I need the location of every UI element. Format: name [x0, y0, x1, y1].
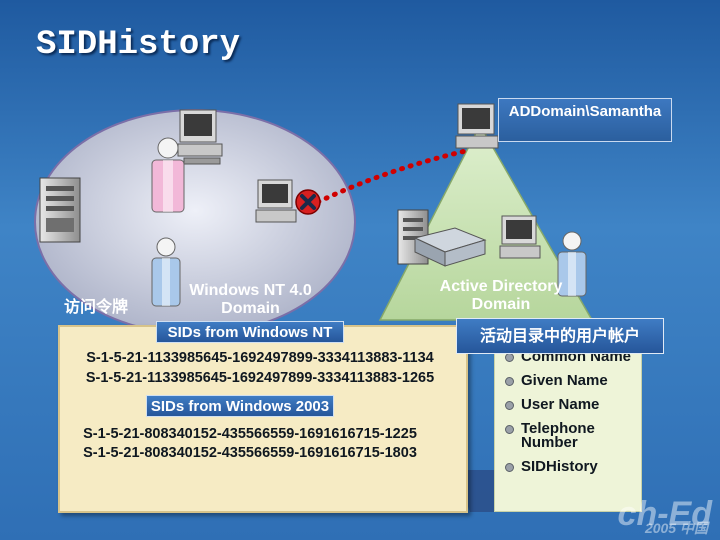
- ad-account-label: ADDomain\Samantha: [498, 98, 672, 142]
- nt-sid-line: S-1-5-21-1133985645-1692497899-333411388…: [86, 350, 434, 366]
- user-icon: [151, 137, 185, 213]
- attribute-item: SIDHistory: [505, 459, 641, 474]
- attribute-item: User Name: [505, 397, 641, 412]
- attribute-item: Telephone Number: [505, 421, 641, 450]
- server-icon: [39, 177, 81, 243]
- access-token-card: [58, 325, 468, 513]
- workstation-icon: [255, 179, 297, 223]
- attribute-item: Given Name: [505, 373, 641, 388]
- user-icon: [151, 237, 181, 307]
- workstation-icon: [177, 109, 223, 165]
- workstation-icon: [499, 215, 541, 259]
- nt-domain-label: Windows NT 4.0 Domain: [189, 282, 312, 317]
- ad-domain-label: Active Directory Domain: [439, 278, 563, 313]
- trust-link-dotted: [315, 147, 473, 205]
- broken-link-icon: [295, 189, 321, 215]
- w2003-sid-line: S-1-5-21-808340152-435566559-1691616715-…: [83, 426, 417, 442]
- user-icon: [557, 231, 587, 297]
- access-token-label: 访问令牌: [64, 297, 129, 316]
- logo-main-text: ch-Ed: [617, 495, 712, 533]
- tech-ed-logo: ch-Ed 2005 中国: [617, 495, 712, 536]
- workstation-icon: [455, 103, 499, 149]
- nt-sid-line: S-1-5-21-1133985645-1692497899-333411388…: [85, 370, 435, 386]
- slide-title: SIDHistory: [36, 26, 241, 64]
- nt-sids-heading: SIDs from Windows NT: [156, 321, 344, 343]
- ad-user-account-heading: 活动目录中的用户帐户: [456, 318, 664, 354]
- printer-icon: [413, 227, 487, 267]
- attribute-panel: Common Name Given Name User Name Telepho…: [494, 349, 642, 512]
- logo-sub-text: 2005 中国: [644, 520, 708, 536]
- w2003-sids-heading: SIDs from Windows 2003: [146, 395, 334, 417]
- w2003-sid-line: S-1-5-21-808340152-435566559-1691616715-…: [83, 445, 417, 461]
- attribute-list: Common Name Given Name User Name Telepho…: [505, 349, 641, 484]
